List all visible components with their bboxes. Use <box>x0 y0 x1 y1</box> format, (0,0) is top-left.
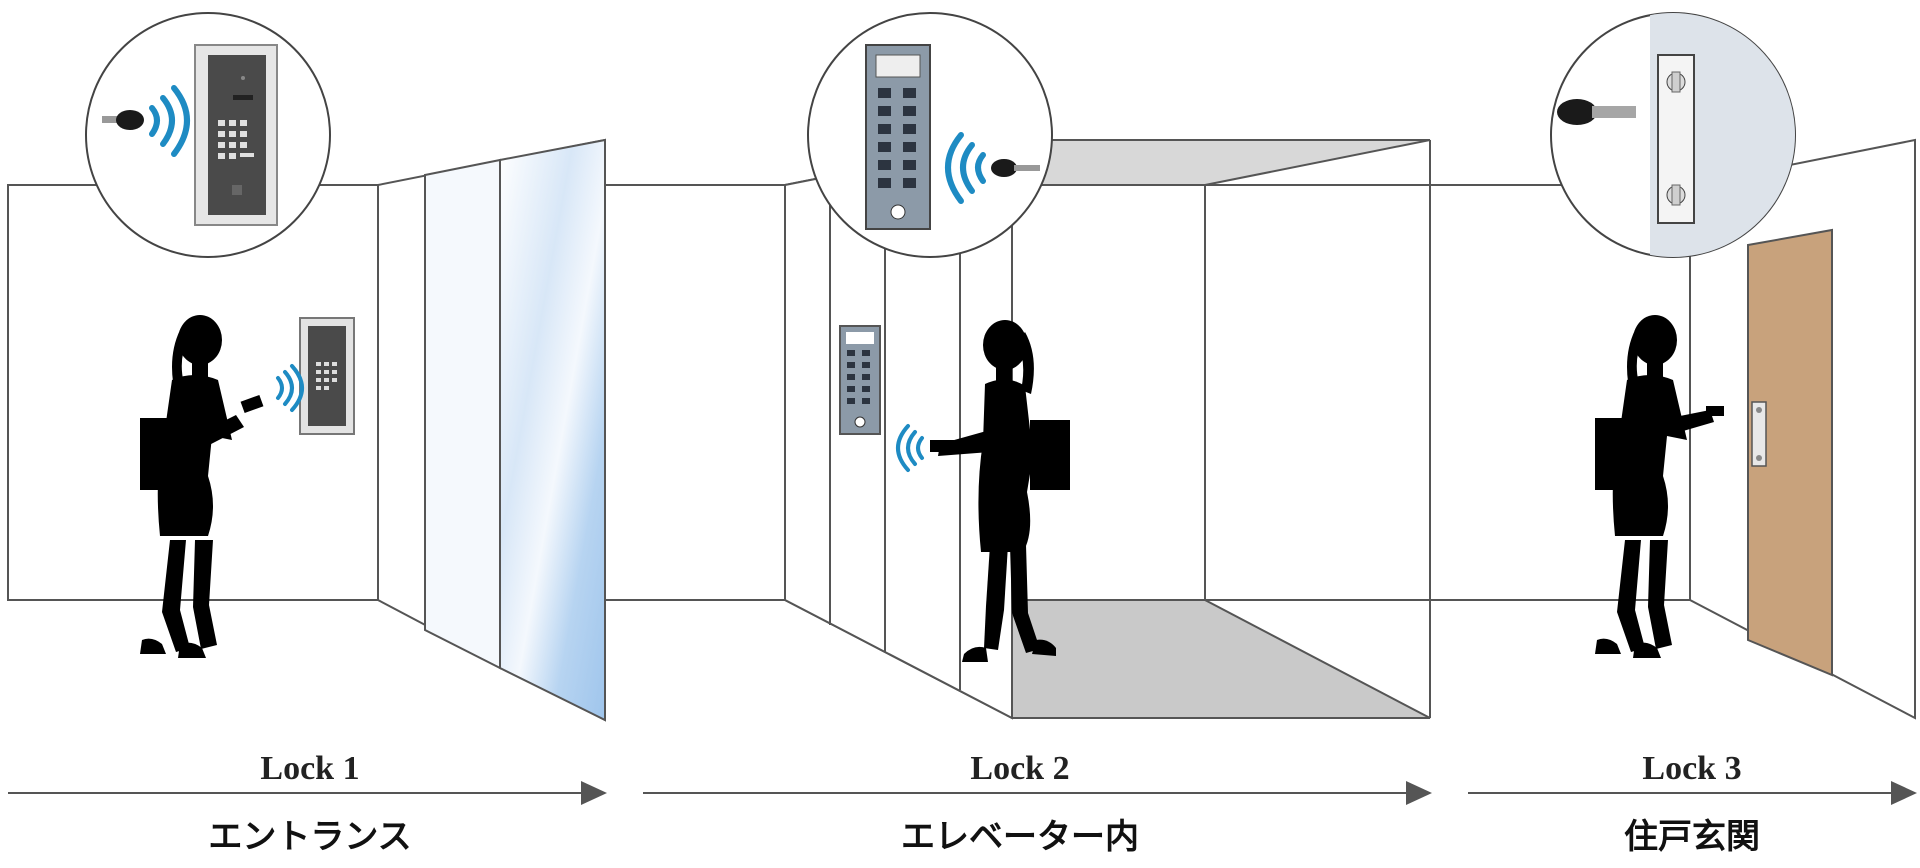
woman-silhouette <box>140 315 264 658</box>
woman-silhouette <box>1595 315 1724 658</box>
key-fob-icon <box>102 110 144 130</box>
wireless-signal-icon <box>276 364 304 412</box>
wireless-signal-icon <box>896 424 924 472</box>
wall-intercom-panel-icon <box>299 317 355 435</box>
glass-door <box>377 138 606 722</box>
wireless-signal-icon <box>149 85 190 157</box>
key-fob-icon <box>991 159 1040 177</box>
stage-labels: Lock 1 Lock 2 Lock 3 エントランス エレベーター内 住戸玄関 <box>8 750 1917 857</box>
stage-entrance <box>7 138 785 722</box>
stage-elevator <box>784 138 1690 720</box>
place-label-front-door: 住戸玄関 <box>1624 817 1760 857</box>
elevator-keypad-icon <box>865 44 931 230</box>
zoom-circle-entrance <box>85 12 331 258</box>
place-label-elevator: エレベーター内 <box>901 817 1139 857</box>
lock-1-label: Lock 1 <box>260 750 359 787</box>
lock-3-label: Lock 3 <box>1642 750 1741 787</box>
door-lock-icon <box>1657 54 1695 224</box>
key-icon <box>1557 99 1636 125</box>
wireless-signal-icon <box>945 132 986 204</box>
intercom-panel-icon <box>194 44 278 226</box>
zoom-circle-elevator <box>807 12 1053 258</box>
lock-2-label: Lock 2 <box>970 750 1069 787</box>
front-door <box>1747 228 1833 677</box>
door-handle-icon <box>1751 401 1767 467</box>
stage-front-door <box>1595 138 1916 720</box>
woman-silhouette <box>930 320 1070 662</box>
wall-elevator-keypad-icon <box>839 325 881 435</box>
place-label-entrance: エントランス <box>208 817 411 857</box>
